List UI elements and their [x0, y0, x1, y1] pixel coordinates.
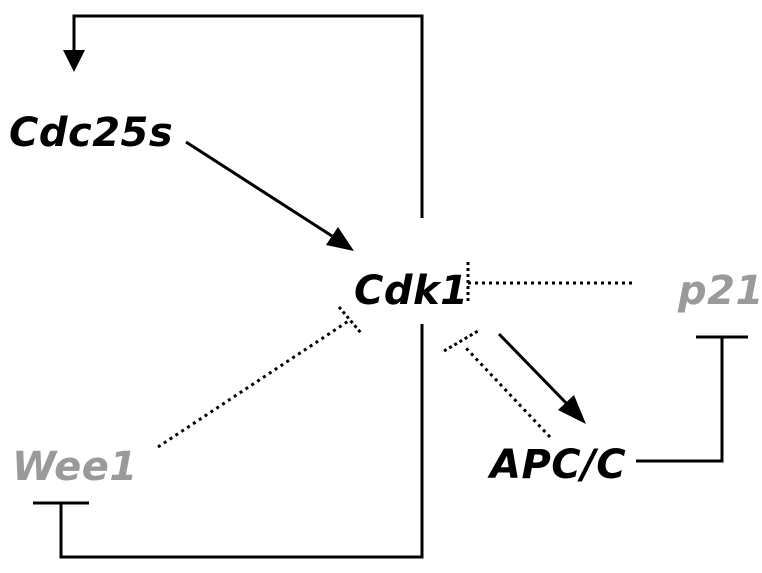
- arrowhead-icon: [326, 227, 354, 251]
- node-wee1: Wee1: [12, 444, 138, 490]
- edge-cdk1-activates-apcc: [497, 332, 586, 424]
- edge-apcc-inhibits-cdk1: [443, 329, 552, 439]
- edge-wee1-inhibits-cdk1: [157, 306, 363, 449]
- edge-cdc25s-activates-cdk1: [185, 140, 354, 251]
- arrowhead-icon: [63, 50, 85, 72]
- node-cdc25s: Cdc25s: [9, 110, 173, 156]
- edge-cdk1-activates-cdc25s-loop: [63, 14, 424, 218]
- node-cdk1: Cdk1: [354, 268, 468, 314]
- node-p21: p21: [677, 268, 762, 314]
- edge-p21-inhibits-cdk1: [466, 262, 632, 304]
- arrowhead-icon: [558, 395, 586, 424]
- node-apcc: APC/C: [487, 442, 626, 488]
- edge-cdk1-inhibits-wee1-loop: [33, 324, 424, 559]
- edge-apcc-inhibits-p21: [636, 335, 748, 463]
